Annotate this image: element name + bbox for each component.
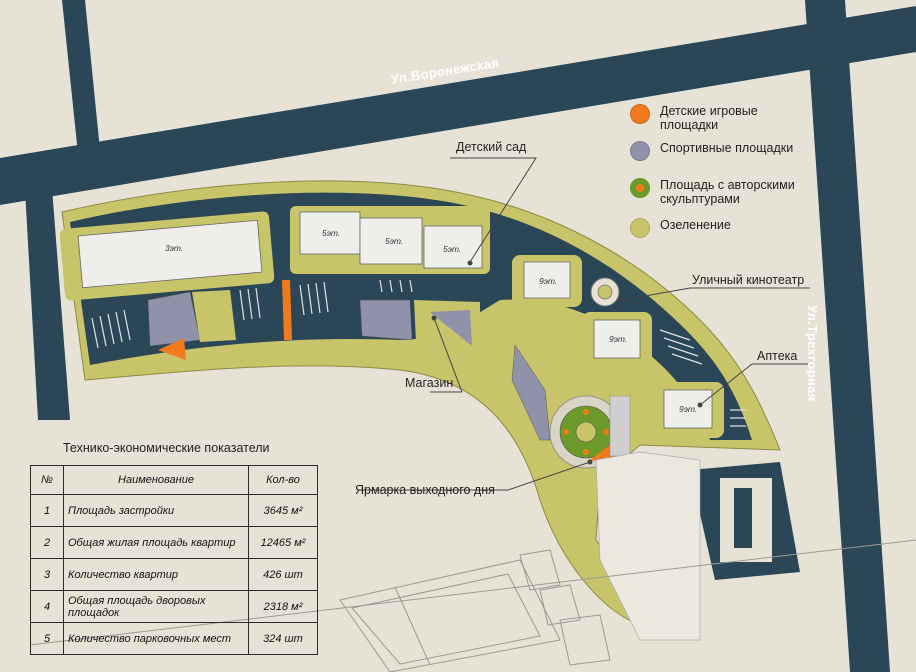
legend-item-play: Детские игровые площадки bbox=[630, 104, 800, 132]
row-num: 3 bbox=[30, 558, 64, 591]
table-row: 1 Площадь застройки 3645 м² bbox=[30, 494, 318, 527]
building-label-2: 5эт. bbox=[322, 228, 341, 238]
road-voronezhskaya bbox=[0, 6, 916, 205]
plaza-south bbox=[595, 451, 701, 641]
building-label-5: 9эт. bbox=[539, 276, 558, 286]
row-name: Количество квартир bbox=[63, 558, 249, 591]
row-num: 4 bbox=[30, 590, 64, 623]
callout-pharmacy: Аптека bbox=[757, 349, 798, 363]
callout-cinema: Уличный кинотеатр bbox=[692, 273, 805, 287]
fair-paving bbox=[609, 395, 631, 457]
row-num: 2 bbox=[30, 526, 64, 559]
building-4 bbox=[423, 225, 483, 269]
building-5 bbox=[523, 261, 571, 299]
building-6 bbox=[593, 319, 641, 359]
building-2 bbox=[299, 211, 361, 255]
roundabout bbox=[590, 277, 620, 307]
callout-fair: Ярмарка выходного дня bbox=[355, 483, 495, 497]
table-row: 5 Количество парковочных мест 324 шт bbox=[30, 622, 318, 655]
sport-area-icon bbox=[630, 141, 650, 161]
building-1 bbox=[77, 219, 263, 289]
sport-ground-2 bbox=[359, 299, 413, 341]
row-value: 2318 м² bbox=[248, 590, 318, 623]
legend-item-sport: Спортивные площадки bbox=[630, 141, 800, 161]
callout-lines bbox=[360, 157, 810, 491]
road-trekhgornaya bbox=[805, 0, 890, 672]
green-area-1 bbox=[192, 290, 236, 342]
header-num: № bbox=[30, 465, 64, 495]
table-row: 3 Количество квартир 426 шт bbox=[30, 558, 318, 591]
row-name: Общая площадь дворовых площадок bbox=[63, 590, 249, 623]
play-ground-1 bbox=[158, 338, 186, 360]
legend-label-greenery: Озеленение bbox=[660, 218, 731, 232]
table-row: 2 Общая жилая площадь квартир 12465 м² bbox=[30, 526, 318, 559]
greenery-icon bbox=[630, 218, 650, 238]
building-3 bbox=[359, 217, 423, 265]
building-7 bbox=[663, 389, 713, 429]
callout-shop: Магазин bbox=[405, 376, 454, 390]
row-value: 3645 м² bbox=[248, 494, 318, 527]
sport-ground-3 bbox=[430, 310, 472, 346]
legend-label-sport: Спортивные площадки bbox=[660, 141, 794, 155]
legend-item-greenery: Озеленение bbox=[630, 218, 800, 238]
building-label-4: 5эт. bbox=[443, 244, 462, 254]
sport-ground-4 bbox=[511, 344, 551, 441]
row-value: 324 шт bbox=[248, 622, 318, 655]
building-label-7: 9эт. bbox=[679, 404, 698, 414]
courtyard-features bbox=[147, 280, 568, 441]
row-name: Площадь застройки bbox=[63, 494, 249, 527]
sculpture-square-icon bbox=[630, 178, 650, 198]
row-value: 12465 м² bbox=[248, 526, 318, 559]
buildings bbox=[59, 206, 724, 438]
play-area-icon bbox=[630, 104, 650, 124]
parking-stripes bbox=[91, 279, 746, 427]
tech-indicators-table: № Наименование Кол-во 1 Площадь застройк… bbox=[30, 465, 318, 655]
header-value: Кол-во bbox=[248, 465, 318, 495]
road-west bbox=[25, 188, 70, 420]
callout-kindergarten: Детский сад bbox=[456, 140, 527, 154]
street-label-trekhgornaya: Ул.Трехгорная bbox=[805, 305, 820, 402]
building-label-6: 9эт. bbox=[609, 334, 628, 344]
legend-label-play: Детские игровые площадки bbox=[660, 104, 758, 132]
legend-label-sculpture: Площадь с авторскими скульптурами bbox=[660, 178, 795, 206]
table-row: 4 Общая площадь дворовых площадок 2318 м… bbox=[30, 590, 318, 623]
parking-east-inner bbox=[734, 488, 752, 548]
play-ground-2 bbox=[282, 280, 292, 340]
building-label-1: 3эт. bbox=[165, 243, 184, 253]
row-name: Общая жилая площадь квартир bbox=[63, 526, 249, 559]
road-north-spur bbox=[62, 0, 100, 154]
table-header-row: № Наименование Кол-во bbox=[30, 465, 318, 495]
building-label-3: 5эт. bbox=[385, 236, 404, 246]
row-value: 426 шт bbox=[248, 558, 318, 591]
row-num: 1 bbox=[30, 494, 64, 527]
row-num: 5 bbox=[30, 622, 64, 655]
tech-table-title: Технико-экономические показатели bbox=[63, 441, 270, 455]
row-name: Количество парковочных мест bbox=[63, 622, 249, 655]
header-name: Наименование bbox=[63, 465, 249, 495]
legend-item-sculpture: Площадь с авторскими скульптурами bbox=[630, 178, 800, 206]
green-area-3 bbox=[525, 340, 568, 380]
